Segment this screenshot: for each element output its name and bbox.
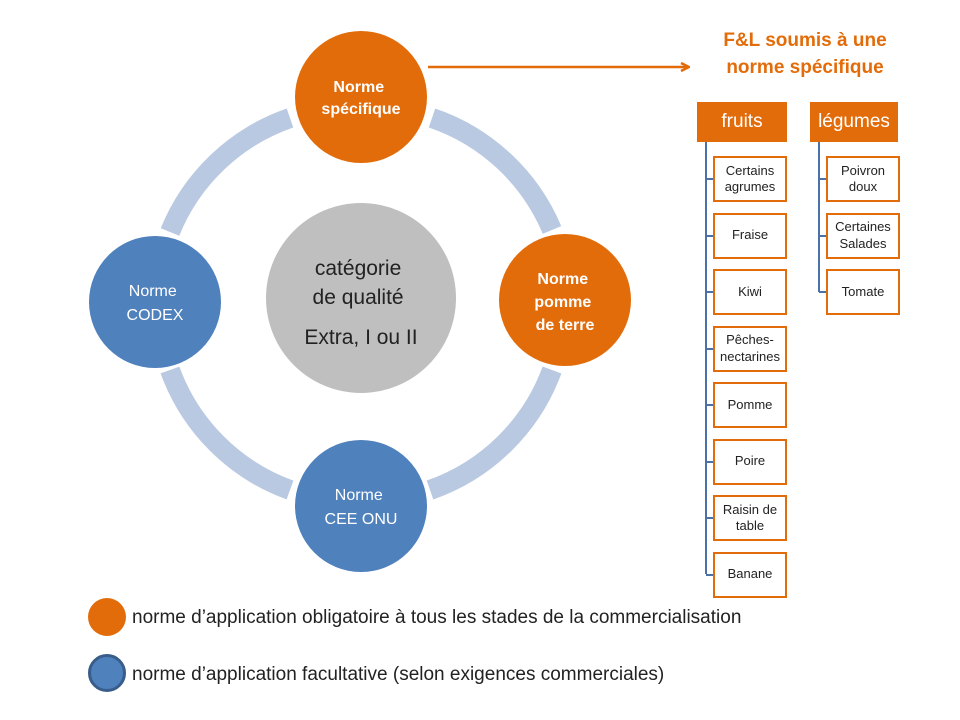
fruit-connector: [706, 234, 713, 237]
node-norme-codex: [89, 236, 221, 368]
legend-blue-dot: [88, 654, 126, 692]
legume-item-label: Salades: [839, 235, 887, 251]
fruit-item: Banane: [713, 551, 787, 598]
node-norme-specifique: [295, 31, 427, 163]
svg-text:catégorie de qualité: catégorie de qualité Extra, I ou II: [304, 257, 417, 349]
legume-connector: [819, 234, 826, 237]
ring-arc-bottom-left: [160, 366, 294, 500]
fruit-item-label: Pêches-: [726, 332, 774, 348]
node-pomme-line-1: Norme: [537, 271, 588, 288]
fruit-item-label: Pomme: [727, 396, 773, 412]
svg-text:Norme pomme de ter: Norme pomme de terre: [534, 271, 595, 334]
ring-arc-top-right: [428, 108, 562, 234]
fruit-item: Pomme: [713, 382, 787, 428]
fruit-item-label: Certains: [725, 162, 775, 178]
center-line-2: de qualité: [313, 286, 404, 309]
fruit-connector: [706, 573, 713, 576]
node-pomme-line-2: pomme: [534, 294, 591, 311]
list-title-line-2: norme spécifique: [726, 56, 884, 78]
node-norme-cee-onu: [295, 440, 427, 572]
legume-connector: [819, 178, 826, 180]
legume-item: Tomate: [826, 269, 900, 315]
center-line-1: catégorie: [315, 257, 401, 280]
node-cee-line-1: Norme: [335, 487, 383, 504]
node-codex-line-1: Norme: [129, 283, 177, 300]
node-specifique-line-1: Norme: [333, 79, 384, 96]
fruits-tree-line: [705, 142, 707, 574]
fruit-item-label: table: [735, 518, 765, 533]
fruit-item-label: Kiwi: [738, 283, 762, 299]
fruit-connector: [706, 404, 713, 406]
list-title-line-1: F&L soumis à une: [723, 30, 887, 51]
fruit-connector: [706, 517, 713, 519]
node-specifique-line-2: spécifique: [321, 101, 400, 118]
fruit-item-label: Raisin de: [722, 501, 778, 517]
svg-text:Norme spécifique: Norme spécifique: [321, 79, 400, 118]
legume-item-label: Certaines: [835, 219, 891, 235]
list-title: F&L soumis à une norme spécifique: [690, 28, 920, 81]
fruit-connector: [706, 460, 713, 463]
node-pomme-line-3: de terre: [536, 317, 595, 334]
svg-text:Norme CEE ONU: Norme CEE ONU: [325, 487, 398, 528]
fruit-item: Poire: [713, 438, 787, 485]
fruit-item-label: Fraise: [731, 227, 769, 243]
center-circle: [266, 203, 456, 393]
legume-connector: [819, 291, 826, 293]
legend-orange-dot: [88, 598, 126, 636]
fruit-connector: [706, 291, 713, 293]
ring-arc-left-top: [160, 108, 294, 236]
fruit-item: Fraise: [713, 212, 787, 259]
node-cee-line-2: CEE ONU: [325, 511, 398, 528]
legume-item-label: Poivron: [840, 162, 886, 178]
fruit-item-label: Poire: [734, 453, 766, 469]
legend-optional-text: norme d’application facultative (selon e…: [132, 664, 665, 685]
cycle-ring: [160, 108, 562, 500]
node-norme-pomme-de-terre: [499, 234, 631, 366]
fruit-item-label: nectarines: [720, 348, 780, 364]
legumes-tree-line: [818, 142, 820, 292]
fruits-header: fruits: [697, 102, 787, 142]
fruit-item-label: agrumes: [724, 179, 776, 194]
legend-mandatory-text: norme d’application obligatoire à tous l…: [132, 607, 742, 628]
node-codex-line-2: CODEX: [127, 307, 184, 324]
legume-item-label: doux: [848, 179, 878, 194]
fruit-item: Pêches-nectarines: [713, 325, 787, 372]
fruit-connector: [706, 178, 713, 180]
fruit-item-label: Banane: [727, 566, 773, 582]
center-line-3: Extra, I ou II: [304, 326, 417, 349]
legume-item-label: Tomate: [841, 283, 885, 299]
legumes-header: légumes: [810, 102, 898, 142]
ring-arc-right-bottom: [426, 366, 562, 500]
svg-text:Norme CODEX: Norme CODEX: [127, 283, 184, 324]
fruit-item: Kiwi: [713, 269, 787, 315]
fruit-connector: [706, 347, 713, 350]
